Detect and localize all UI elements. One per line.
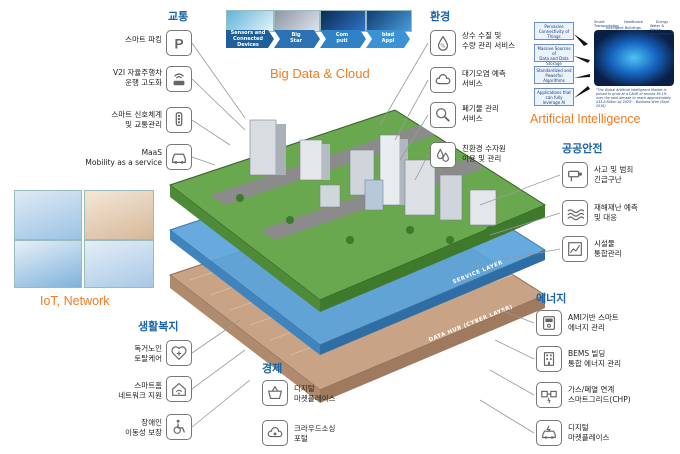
svg-text:%: %: [440, 44, 445, 50]
ai-label: Healthcare: [624, 20, 644, 24]
welfare-category-title: 생활복지: [138, 320, 179, 333]
ai-box: Applications that can fully leverage AI: [534, 88, 574, 106]
city-buildings: [249, 119, 497, 226]
flood-icon: [562, 200, 588, 226]
welfare-item-label: 독거노인 토탈케어: [134, 344, 162, 363]
economy-item-label: 디지털 마켓플레이스: [294, 384, 336, 403]
traffic-item-label: MaaS Mobility as a service: [85, 148, 162, 167]
environment-item-label: 폐기물 관리 서비스: [462, 104, 499, 123]
energy-category-title: 에너지: [536, 292, 567, 305]
environment-category-title: 환경: [430, 10, 451, 23]
iot-panel: [14, 190, 154, 288]
car-icon: [166, 144, 192, 170]
public-safety-item-label: 재해재난 예측 및 대응: [594, 203, 638, 222]
big-data-heading: Big Data & Cloud: [270, 66, 370, 81]
ai-label: Smart Transportation: [594, 20, 620, 28]
magnifier-icon: [430, 102, 456, 128]
iot-thumb: [84, 240, 154, 288]
facility-chart-icon: [562, 236, 588, 262]
cctv-icon: [562, 162, 588, 188]
ai-box: Massive Sources of Data and Data Storage: [534, 44, 574, 66]
water-drop-percent-icon: %: [430, 30, 456, 56]
traffic-light-icon: [166, 107, 192, 133]
traffic-item-label: V2I 자율주행차 운행 고도화: [113, 68, 162, 87]
energy-item-label: 가스/폐열 연계 스마트그리드(CHP): [568, 385, 631, 404]
iot-thumb: [14, 240, 82, 288]
energy-item-label: AMI기반 스마트 에너지 관리: [568, 313, 619, 332]
big-data-step-label: Sensors and Connected Devices: [230, 30, 266, 48]
economy-item-label: 크라우드소싱 포털: [294, 424, 336, 443]
shopping-basket-icon: [262, 380, 288, 406]
cloud-icon: [430, 67, 456, 93]
welfare-item-label: 스마트홈 네트워크 지원: [118, 381, 162, 400]
public-safety-category-title: 공공안전: [562, 142, 603, 155]
heart-plus-icon: [166, 340, 192, 366]
economy-category-title: 경제: [262, 362, 283, 375]
svg-text:P: P: [175, 36, 184, 51]
traffic-item-label: 스마트 파킹: [125, 35, 162, 44]
smart-meter-icon: [536, 310, 562, 336]
welfare-item-label: 장애인 이동성 보장: [125, 418, 162, 437]
iot-thumb: [14, 190, 82, 240]
ai-box: Pervasive Connectivity of Things: [534, 22, 574, 40]
grid-icon: [536, 382, 562, 408]
smart-home-wifi-icon: [166, 376, 192, 402]
ai-quote: "The Global Artificial Intelligence Mark…: [596, 88, 671, 108]
wheelchair-icon: [166, 414, 192, 440]
ai-label: Energy: [656, 20, 669, 24]
public-safety-item-label: 시설물 통합관리: [594, 239, 622, 258]
ai-panel: Pervasive Connectivity of Things Massive…: [532, 20, 676, 110]
big-data-step-label: biad Appl: [381, 32, 395, 44]
ai-label: Intelligent Buildings: [606, 26, 641, 30]
ai-brain-graphic: [594, 30, 674, 86]
building-icon: [536, 346, 562, 372]
cloud-gear-icon: [262, 420, 288, 446]
traffic-item-label: 스마트 신호체계 및 교통관리: [111, 110, 162, 129]
traffic-category-title: 교통: [168, 10, 189, 23]
iot-thumb: [84, 190, 154, 240]
water-drops-icon: [430, 142, 456, 168]
big-data-flow: Sensors and Connected Devices Big Star C…: [226, 10, 426, 50]
public-safety-item-label: 사고 및 범죄 긴급구난: [594, 165, 634, 184]
energy-item-label: 디지털 마켓플레이스: [568, 423, 610, 442]
ai-heading: Artificial Intelligence: [530, 112, 641, 126]
wifi-car-icon: [166, 66, 192, 92]
ev-charge-icon: [536, 420, 562, 446]
environment-item-label: 대기오염 예측 서비스: [462, 69, 506, 88]
parking-icon: P: [166, 30, 192, 56]
big-data-step-label: Big Star: [290, 32, 302, 44]
ai-label: Water & Waste Management: [650, 24, 674, 36]
environment-item-label: 상수 수질 및 수량 관리 서비스: [462, 31, 516, 50]
smart-city-illustration: [168, 109, 547, 403]
iot-heading: IoT, Network: [40, 294, 110, 308]
big-data-step-label: Com puti: [335, 32, 349, 44]
ai-box: Standardized and Powerful Algorithms: [534, 66, 574, 84]
environment-item-label: 친환경 수자원 이용 및 관리: [462, 144, 506, 163]
energy-item-label: BEMS 빌딩 통합 에너지 관리: [568, 349, 622, 368]
